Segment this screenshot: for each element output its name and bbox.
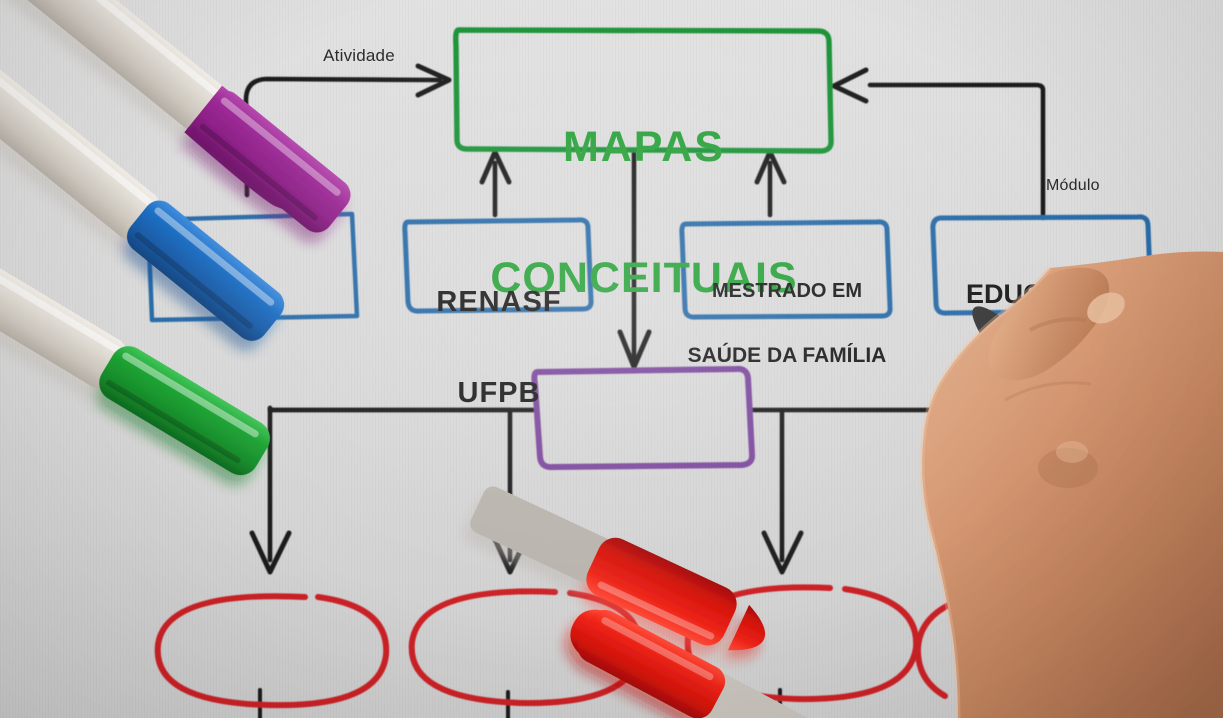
mapas-conceituais-label: MAPAS CONCEITUAIS [456,38,832,389]
marker-red-1 [570,609,921,718]
renasf-line2: UFPB [457,376,541,409]
mapas-line2: CONCEITUAIS [490,254,798,303]
mestrado-line2: SAÚDE DA FAMÍLIA [687,343,887,367]
node-mapas-conceituais-box [453,27,834,154]
node-renasf-box [402,217,594,314]
renasf-line1: RENASF [436,286,562,319]
marker-green [0,144,270,476]
marker-purple [0,0,351,233]
right-hand [919,251,1223,718]
ellipse-4 [914,597,963,699]
mestrado-line1: MESTRADO EM [712,279,862,302]
renasf-label: RENASF UFPB [408,229,590,468]
edge-label-modulo: Módulo [1046,177,1100,194]
node-hidden-left-box [145,211,360,323]
mestrado-label: MESTRADO EM SAÚDE DA FAMÍLIA [684,240,890,407]
edge-label-atividade: Atividade [323,46,395,65]
node-mestrado-box [679,219,893,320]
marker-blue [0,0,285,341]
ellipse-1 [154,593,390,709]
node-purple-center-box [531,365,756,471]
marker-red-2 [470,486,766,651]
mapas-line1: MAPAS [562,122,726,171]
